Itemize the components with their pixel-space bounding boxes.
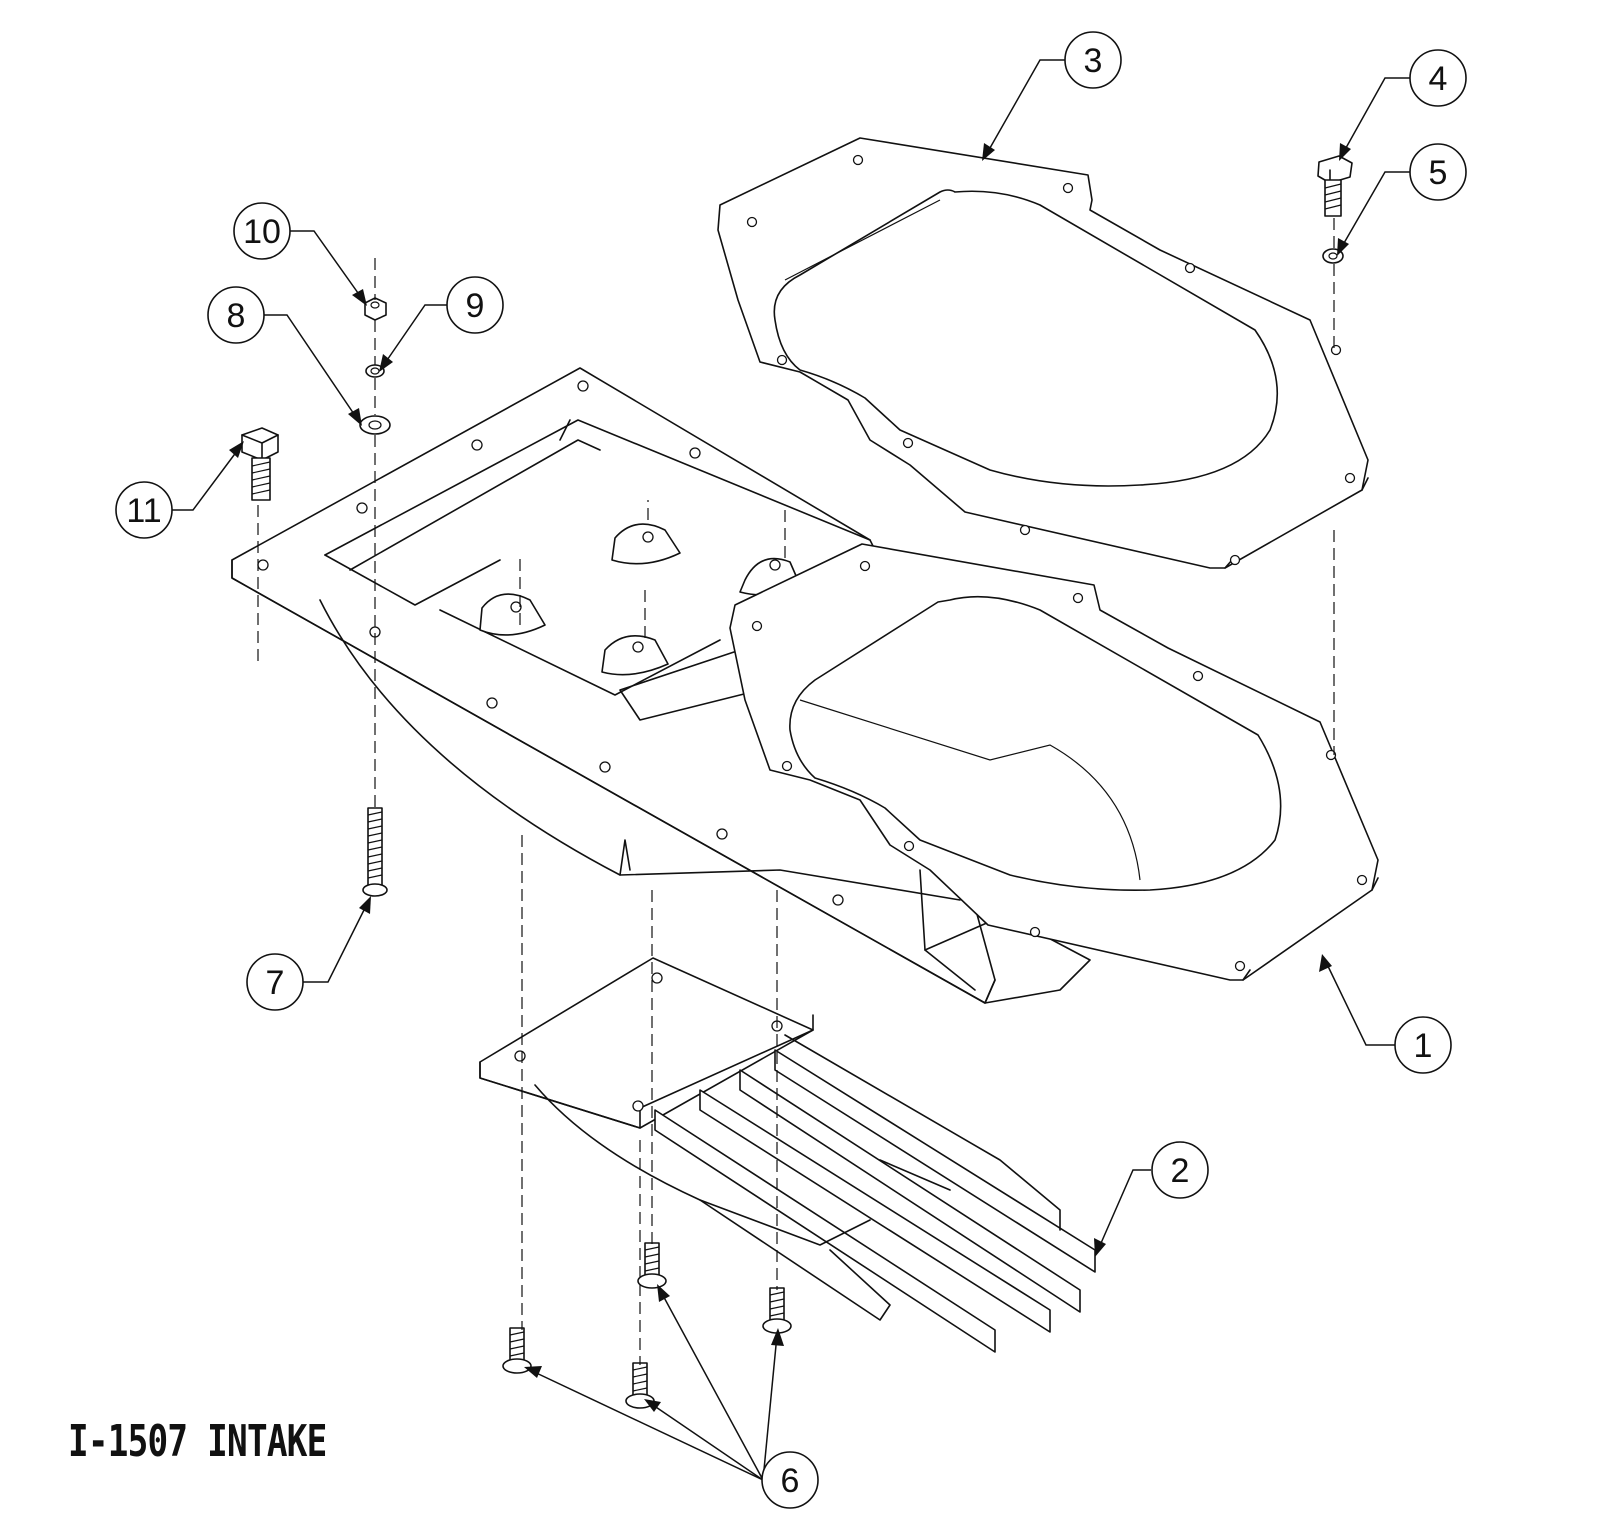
diagram-title: I-1507 INTAKE	[68, 1416, 327, 1467]
part-2-grate	[479, 957, 1096, 1353]
svg-text:6: 6	[781, 1462, 800, 1500]
assembly-centerlines	[257, 218, 1335, 1365]
svg-text:8: 8	[227, 297, 246, 335]
svg-text:10: 10	[243, 213, 281, 251]
boss	[479, 593, 546, 636]
callout-7: 7	[246, 953, 304, 1011]
callout-5: 5	[1409, 143, 1467, 201]
part-11-hex-bolt	[241, 427, 279, 501]
callout-6: 6	[761, 1451, 819, 1509]
callout-2: 2	[1151, 1141, 1209, 1199]
callout-11: 11	[115, 481, 173, 539]
part-10-nut	[364, 297, 387, 321]
part-7-screw	[362, 807, 388, 897]
gasket-hole	[852, 154, 864, 166]
part-6-screw	[762, 1287, 792, 1334]
svg-text:3: 3	[1084, 42, 1103, 80]
svg-text:11: 11	[126, 492, 161, 530]
callout-8: 8	[207, 286, 265, 344]
svg-text:7: 7	[266, 964, 285, 1002]
boss	[601, 634, 669, 676]
part-4-bolt	[1317, 155, 1353, 217]
part-3-gasket-plate	[717, 137, 1369, 569]
part-8-flat-washer	[359, 415, 391, 435]
callout-4: 4	[1409, 49, 1467, 107]
svg-text:4: 4	[1429, 60, 1448, 98]
svg-text:1: 1	[1414, 1027, 1433, 1065]
svg-text:9: 9	[466, 287, 485, 325]
boss	[611, 523, 681, 565]
leaders	[172, 59, 1410, 1481]
part-6-screw	[637, 1242, 667, 1289]
part-1-intake-housing	[231, 367, 1379, 1004]
callout-1: 1	[1394, 1016, 1452, 1074]
part-6-screw	[502, 1327, 532, 1374]
svg-text:2: 2	[1171, 1152, 1190, 1190]
callout-3: 3	[1064, 31, 1122, 89]
callout-10: 10	[233, 202, 291, 260]
callout-9: 9	[446, 276, 504, 334]
svg-text:5: 5	[1429, 154, 1448, 192]
